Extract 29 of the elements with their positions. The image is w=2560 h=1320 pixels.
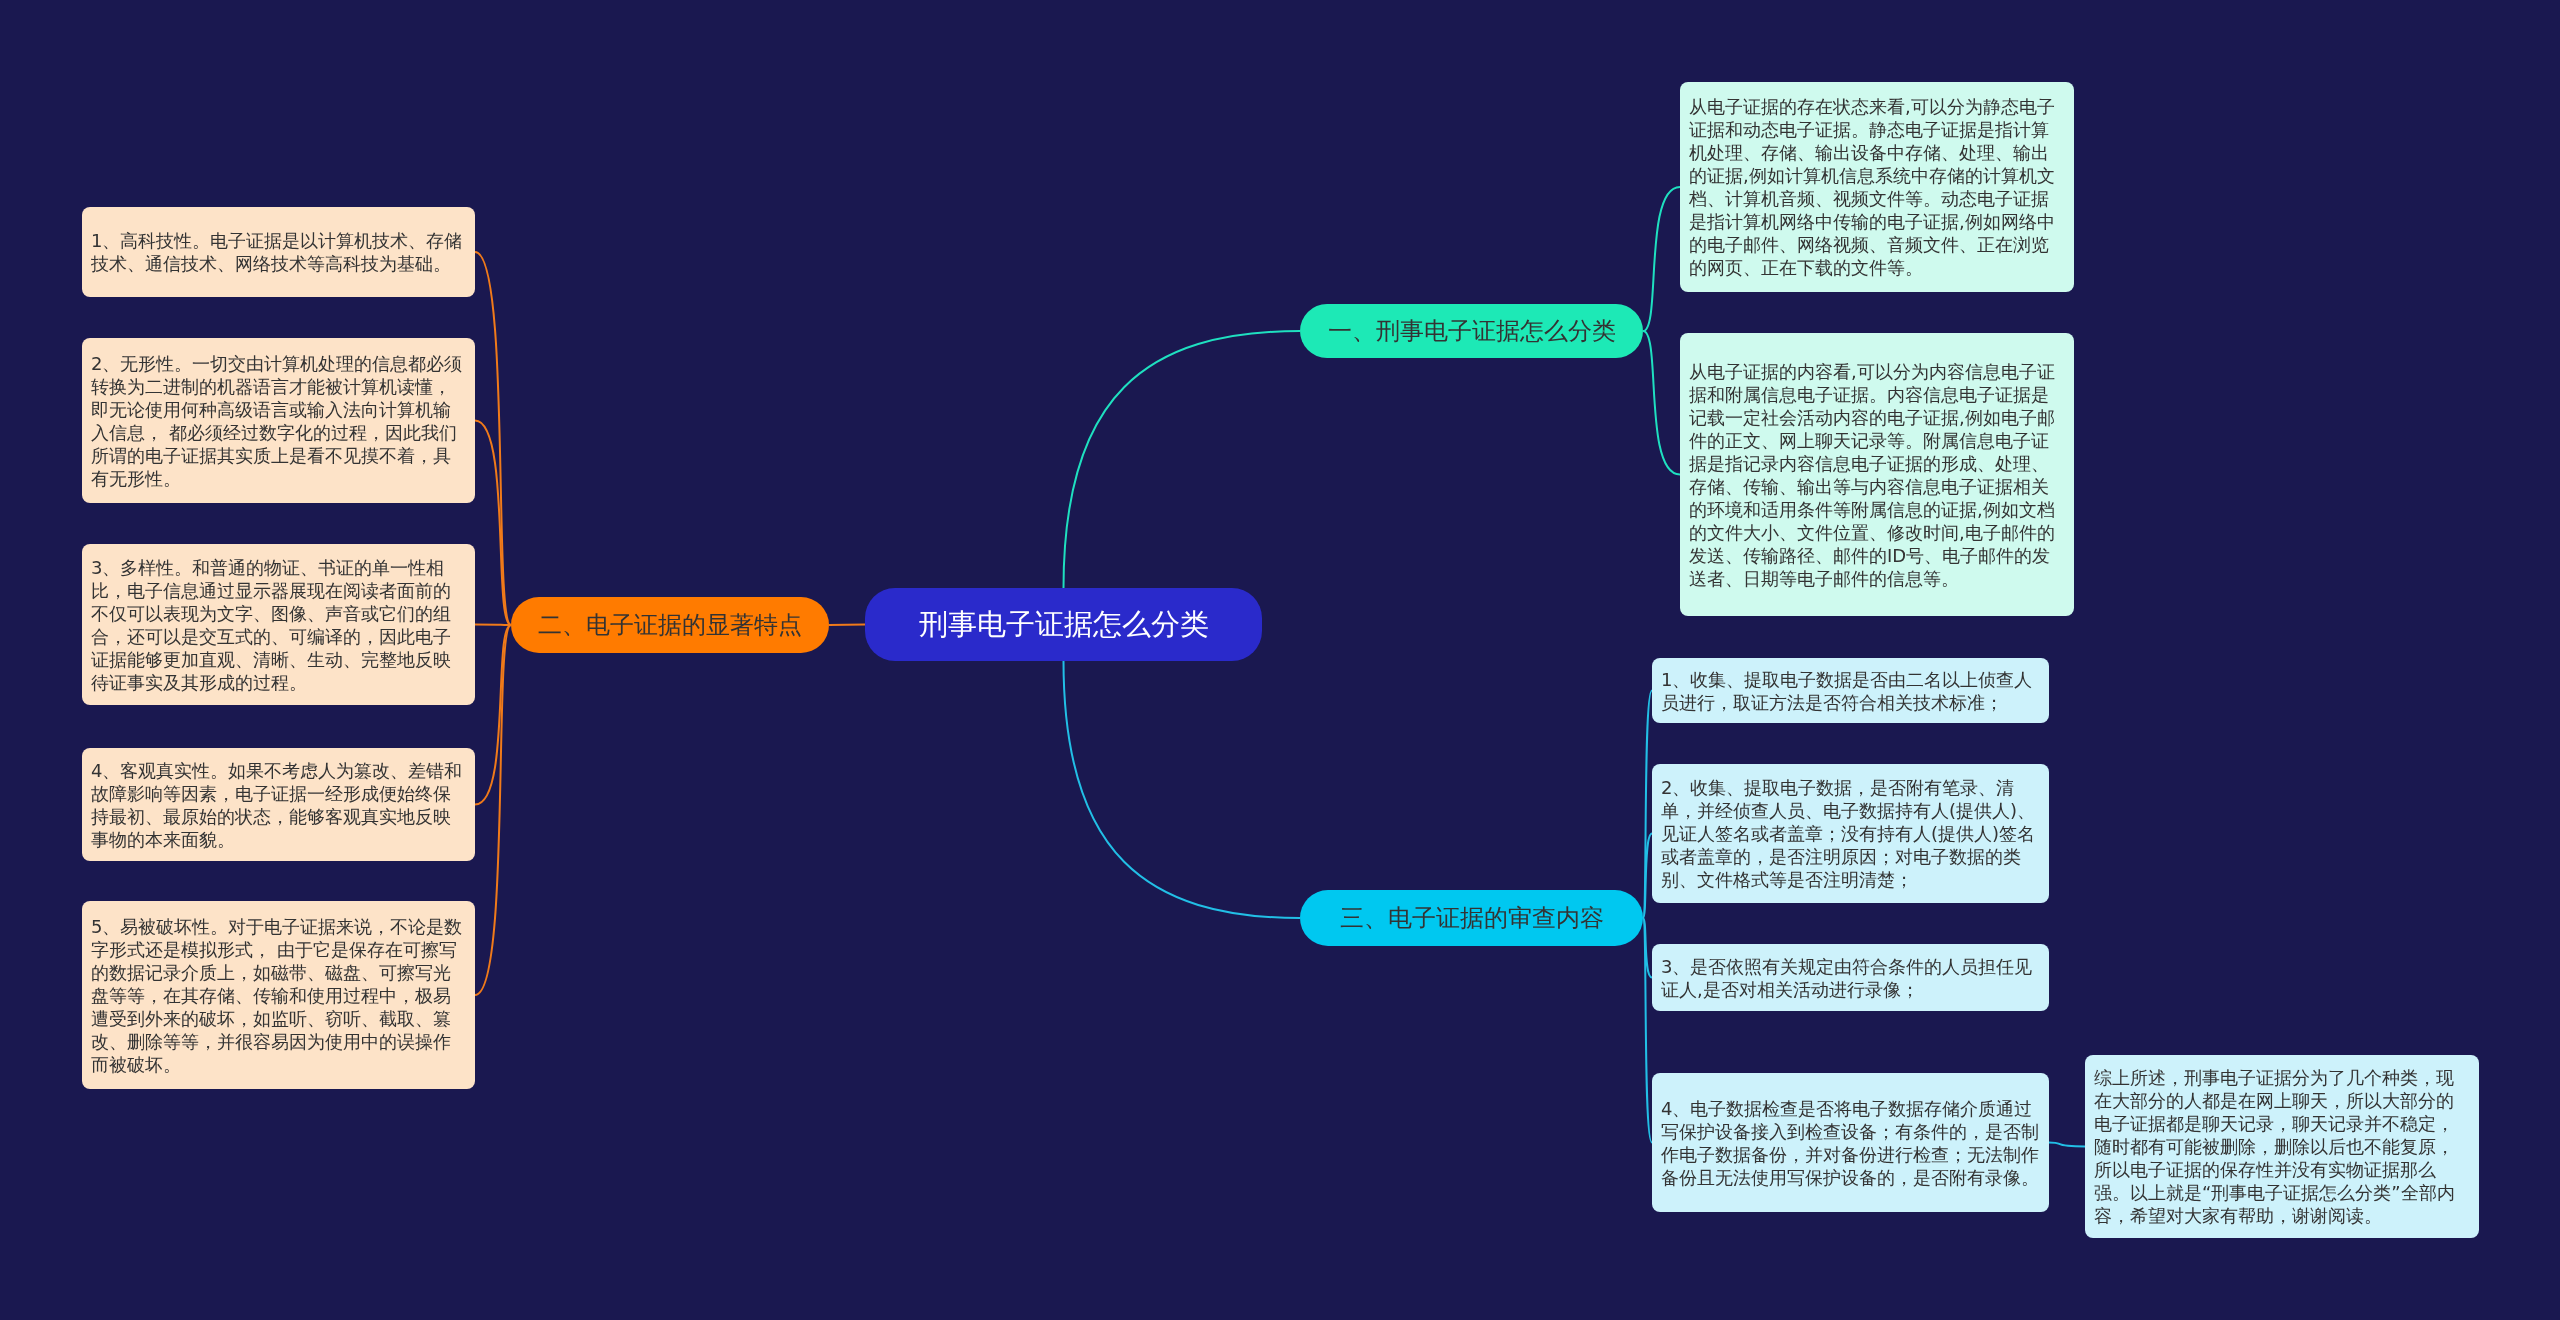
text-box: 2、无形性。一切交由计算机处理的信息都必须转换为二进制的机器语言才能被计算机读懂，即无论使用何种高级语言或输入法向计算机输入信息， 都必须经过数字化的过程，因此我们所谓的电子证据其实质上是看不见摸不着，具有无形性。 xyxy=(82,338,475,503)
text-box: 1、收集、提取电子数据是否由二名以上侦查人员进行，取证方法是否符合相关技术标准； xyxy=(1652,658,2049,723)
connector-line xyxy=(1062,330,1301,589)
text-box: 5、易被破坏性。对于电子证据来说，不论是数字形式还是模拟形式， 由于它是保存在可擦写的数据记录介质上，如磁带、磁盘、可擦写光盘等等，在其存储、传输和使用过程中，极易遭受到外来的破坏，如监听、窃听、截取、篡改、删除等等，并很容易因为使用中的误操作而被破坏。 xyxy=(82,901,475,1089)
connector-line xyxy=(474,419,512,626)
text-box: 从电子证据的存在状态来看,可以分为静态电子证据和动态电子证据。静态电子证据是指计算机处理、存储、输出设备中存储、处理、输出的证据,例如计算机信息系统中存储的计算机文档、计算机音频、视频文件等。动态电子证据是指计算机网络中传输的电子证据,例如网络中的电子邮件、网络视频、音频文件、正在浏览的网页、正在下载的文件等。 xyxy=(1680,82,2074,292)
connector-line xyxy=(474,624,512,996)
connector-line xyxy=(1642,186,1681,332)
central-topic: 刑事电子证据怎么分类 xyxy=(865,588,1262,661)
connector-line xyxy=(2048,1141,2086,1148)
branch-topic: 二、电子证据的显著特点 xyxy=(511,597,829,653)
text-box: 从电子证据的内容看,可以分为内容信息电子证据和附属信息电子证据。内容信息电子证据是记载一定社会活动内容的电子证据,例如电子邮件的正文、网上聊天记录等。附属信息电子证据是指记录内容信息电子证据的形成、处理、存储、传输、输出等与内容信息电子证据相关的环境和适用条件等附属信息的证据,例如文档的文件大小、文件位置、修改时间,电子邮件的发送、传输路径、邮件的ID号、电子邮件的发送者、日期等电子邮件的信息等。 xyxy=(1680,333,2074,616)
text-box: 综上所述，刑事电子证据分为了几个种类，现在大部分的人都是在网上聊天，所以大部分的电子证据都是聊天记录，聊天记录并不稳定，随时都有可能被删除，删除以后也不能复原，所以电子证据的保存性并没有实物证据那么强。以上就是“刑事电子证据怎么分类”全部内容，希望对大家有帮助，谢谢阅读。 xyxy=(2085,1055,2479,1238)
connector-line xyxy=(474,624,512,806)
connector-line xyxy=(1642,917,1653,979)
text-box: 2、收集、提取电子数据，是否附有笔录、清单，并经侦查人员、电子数据持有人(提供人)、见证人签名或者盖章；没有持有人(提供人)签名或者盖章的，是否注明原因；对电子数据的类别、文件格式等是否注明清楚； xyxy=(1652,764,2049,903)
branch-topic: 一、刑事电子证据怎么分类 xyxy=(1300,304,1643,358)
branch-topic: 三、电子证据的审查内容 xyxy=(1300,890,1643,946)
text-box: 1、高科技性。电子证据是以计算机技术、存储技术、通信技术、网络技术等高科技为基础。 xyxy=(82,207,475,297)
connector-line xyxy=(474,623,512,626)
text-box: 4、电子数据检查是否将电子数据存储介质通过写保护设备接入到检查设备；有条件的，是否制作电子数据备份，并对备份进行检查；无法制作备份且无法使用写保护设备的，是否附有录像。 xyxy=(1652,1073,2049,1212)
text-box: 3、多样性。和普通的物证、书证的单一性相比，电子信息通过显示器展现在阅读者面前的不仅可以表现为文字、图像、声音或它们的组合，还可以是交互式的、可编译的，因此电子证据能够更加直观、清晰、生动、完整地反映待证事实及其形成的过程。 xyxy=(82,544,475,705)
connector-line xyxy=(1642,330,1681,476)
connector-line xyxy=(1062,660,1301,919)
text-box: 4、客观真实性。如果不考虑人为篡改、差错和故障影响等因素，电子证据一经形成便始终保持最初、最原始的状态，能够客观真实地反映事物的本来面貌。 xyxy=(82,748,475,861)
connector-line xyxy=(1642,832,1653,919)
connector-line xyxy=(828,623,866,626)
text-box: 3、是否依照有关规定由符合条件的人员担任见证人,是否对相关活动进行录像； xyxy=(1652,944,2049,1011)
connector-line xyxy=(474,251,512,626)
